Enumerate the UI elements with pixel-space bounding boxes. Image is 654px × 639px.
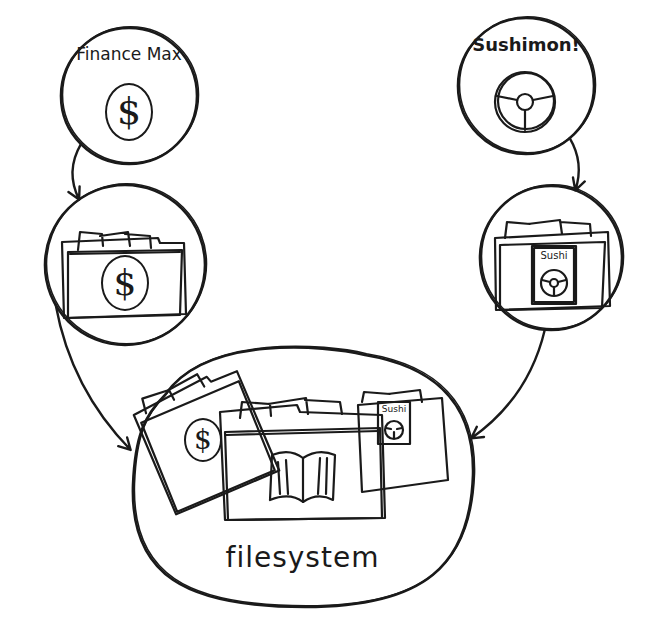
curved-arrow xyxy=(471,330,545,439)
folder-icon xyxy=(495,220,610,310)
curved-arrow xyxy=(570,138,585,190)
filesystem-blob: filesystem xyxy=(125,335,480,612)
sketch-stroke xyxy=(61,28,197,164)
sketch-stroke xyxy=(458,18,594,154)
dollar-coin: $ xyxy=(101,255,149,311)
filesystem-label: filesystem xyxy=(185,543,420,574)
card-label: Sushi xyxy=(376,405,412,415)
app-name: Finance Max xyxy=(64,45,194,64)
card-label: Sushi xyxy=(534,250,574,261)
dollar-coin: $ xyxy=(105,83,153,141)
sketch-stroke xyxy=(133,347,473,607)
sketch-stroke xyxy=(460,17,596,153)
sketch-stroke xyxy=(134,346,474,606)
curved-arrow xyxy=(56,305,131,450)
folder-icon xyxy=(220,398,385,520)
folder-icon xyxy=(129,359,280,515)
wheel-icon xyxy=(495,72,555,132)
curved-arrow xyxy=(68,144,80,199)
dollar-coin: $ xyxy=(184,418,222,462)
app-name: Sushimon! xyxy=(461,35,591,55)
sketch-stroke xyxy=(482,185,624,329)
sketch-stroke xyxy=(63,27,199,163)
folder-icon xyxy=(358,390,448,492)
book-icon xyxy=(270,452,335,502)
folder-circle: $ xyxy=(42,182,208,348)
app-circle: Sushimon! xyxy=(455,15,597,157)
sketch-stroke xyxy=(47,184,207,344)
app-circle: Finance Max $ xyxy=(58,25,200,167)
folder-circle: Sushi xyxy=(477,183,625,333)
folder-icon xyxy=(62,232,186,318)
